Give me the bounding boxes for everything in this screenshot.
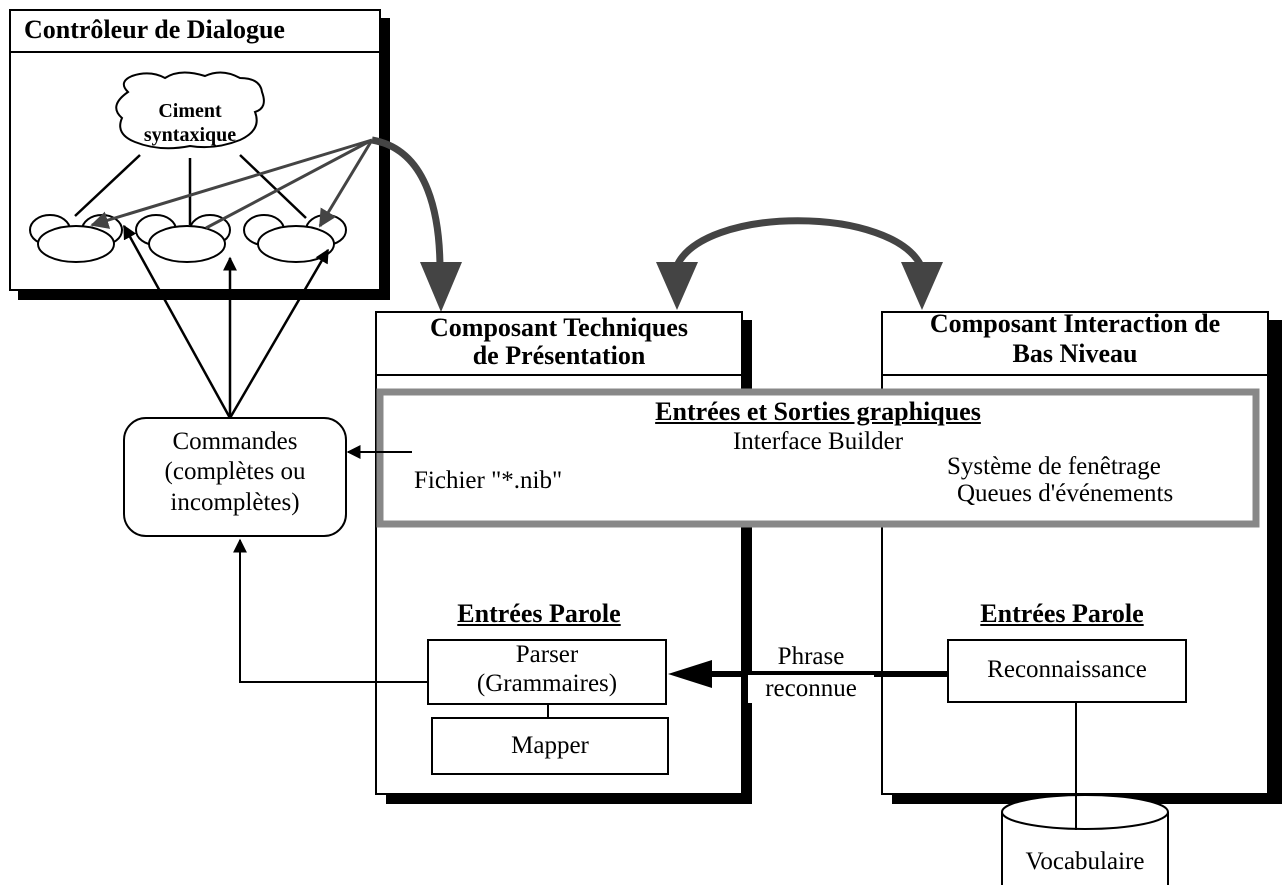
recognition-label: Reconnaissance [987,656,1147,683]
dialog-controller-title: Contrôleur de Dialogue [24,15,285,44]
speech-right-heading: Entrées Parole [980,599,1144,628]
tree-connections [74,154,307,225]
vocabulary-label: Vocabulaire [1003,848,1167,876]
recognition-box [947,639,1187,703]
parser-label-line2: (Grammaires) [476,670,618,697]
presentation-title-line2: de Présentation [472,341,646,370]
recognition-to-parser-arrow [668,660,948,688]
leaf-node-middle [135,214,231,263]
graphics-band-subtitle: Interface Builder [732,428,904,455]
speech-left-heading: Entrées Parole [457,599,621,628]
windowing-label: Système de fenêtrage [947,453,1161,480]
presentation-title-line1: Composant Techniques [430,313,688,342]
commandes-label-line3: incomplètes) [170,489,300,516]
mapper-label: Mapper [511,732,589,759]
event-queues-label: Queues d'événements [957,480,1174,507]
parser-box [427,639,667,705]
commandes-to-leaves-arrows [122,224,330,419]
commandes-label-line2: (complètes ou [164,458,306,485]
interaction-title-line1: Composant Interaction de [929,309,1221,338]
hub-gray-lines [90,138,374,230]
ciment-cloud-shape [115,71,265,150]
parser-to-commandes-arrow [233,538,428,683]
phrase-label-line2: reconnue [748,675,874,703]
nib-file-label: Fichier "*.nib" [414,467,563,494]
interaction-title-line2: Bas Niveau [1012,339,1138,368]
phrase-label-line1: Phrase [756,643,866,671]
commandes-label-line1: Commandes [172,428,298,455]
interaction-component-box [881,311,1282,804]
mapper-box [431,717,669,775]
ciment-label-line1: Ciment [158,100,222,122]
graphics-band-box [376,388,1260,528]
presentation-interaction-double-arrow [656,217,943,310]
ciment-label-line2: syntaxique [143,124,237,146]
graphics-band-title: Entrées et Sorties graphiques [655,397,981,426]
commandes-box [123,417,347,537]
leaf-node-right [243,214,347,263]
parser-label-line1: Parser [515,641,579,668]
controller-to-presentation-arrow [371,136,462,312]
